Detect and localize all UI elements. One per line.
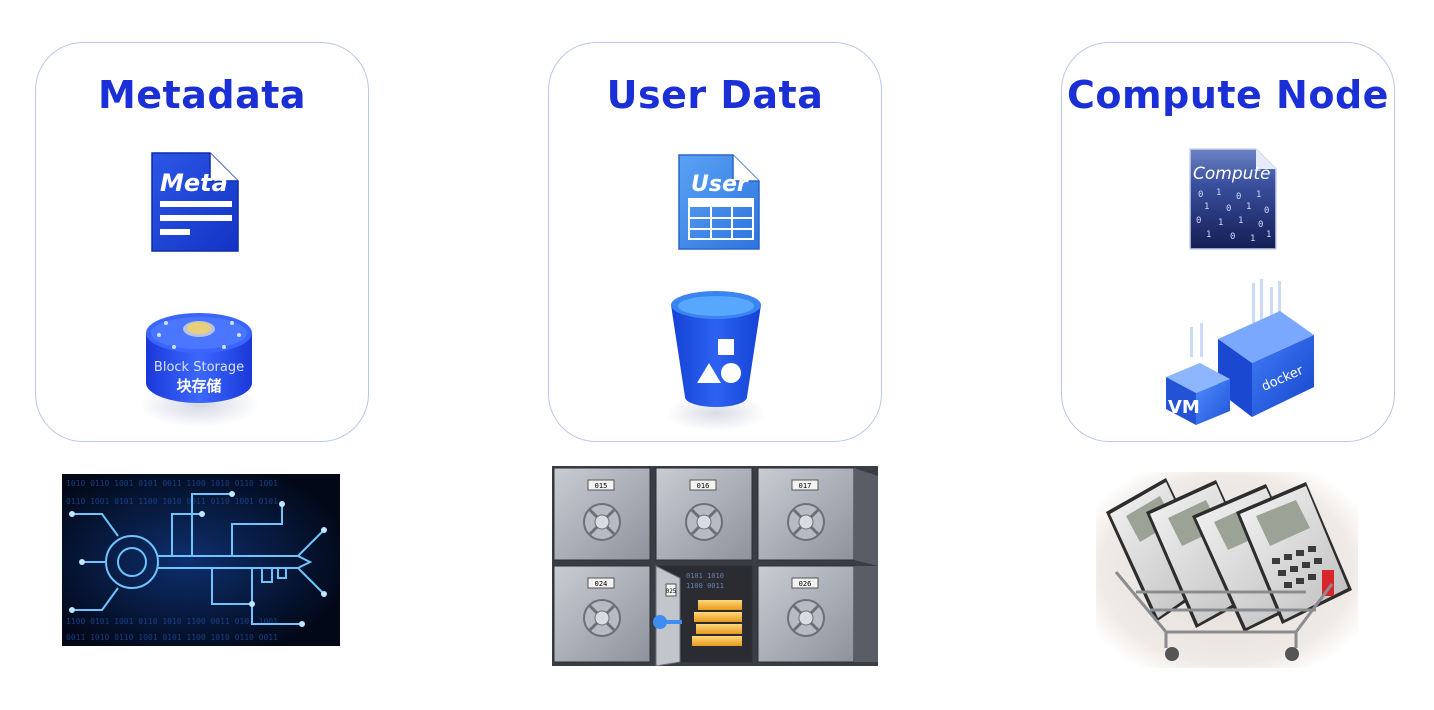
safe-deposit-vault-image: 015 016 017 024 0101 1010 1100 0011 [552,466,878,666]
svg-text:1: 1 [1206,230,1211,240]
svg-text:1: 1 [1250,234,1255,244]
box-number: 024 [595,580,608,588]
svg-text:0011 1010 0110 1001 0101 1100: 0011 1010 0110 1001 0101 1100 1010 0110 … [66,633,278,642]
svg-text:1100 0011: 1100 0011 [686,582,724,590]
compute-icon-label: Compute [1193,164,1271,184]
svg-text:1: 1 [1246,202,1251,212]
metadata-card: Metadata Meta Block Storage 块存储 [35,42,369,442]
vm-label: VM [1168,397,1200,418]
user-document-icon: User [678,154,760,250]
card-title: Metadata [97,73,307,117]
card-title: User Data [606,73,824,117]
meta-document-icon: Meta [151,152,239,252]
box-number: 017 [799,482,812,490]
svg-text:0: 0 [1196,216,1201,226]
svg-text:0: 0 [1236,192,1241,202]
box-number: 026 [799,580,812,588]
svg-text:0: 0 [1264,206,1269,216]
svg-text:1: 1 [1204,202,1209,212]
box-number: 025 [666,588,677,595]
object-storage-bucket-icon [666,291,766,431]
svg-text:1: 1 [1218,218,1223,228]
svg-text:0: 0 [1230,232,1235,242]
user-data-card: User Data User [548,42,882,442]
svg-text:0: 0 [1198,190,1203,200]
svg-text:1100 0101 1001 0110 1010 1100: 1100 0101 1001 0110 1010 1100 0011 0101 … [66,617,278,626]
svg-text:1: 1 [1238,216,1243,226]
meta-icon-label: Meta [160,169,228,197]
svg-text:0: 0 [1258,220,1263,230]
svg-text:0101 1010: 0101 1010 [686,572,724,580]
svg-text:1: 1 [1256,190,1261,200]
svg-text:0110 1001 0101 1100 1010 0011: 0110 1001 0101 1100 1010 0011 0110 1001 … [66,497,278,506]
circuit-key-image: 1010 0110 1001 0101 0011 1100 1010 0110 … [62,474,340,646]
vm-docker-icon: docker VM [1166,279,1314,425]
calculators-in-cart-image [1096,472,1358,668]
block-storage-cn-label: 块存储 [176,377,221,395]
box-number: 015 [595,482,608,490]
card-title: Compute Node [1067,73,1389,117]
svg-text:0: 0 [1226,204,1231,214]
svg-text:1010 0110 1001 0101 0011 1100: 1010 0110 1001 0101 0011 1100 1010 0110 … [66,479,278,488]
box-number: 016 [697,482,710,490]
block-storage-label: Block Storage [154,360,244,375]
block-storage-icon: Block Storage 块存储 [139,313,259,427]
svg-text:1: 1 [1266,230,1271,240]
user-icon-label: User [691,172,749,197]
svg-text:1: 1 [1216,188,1221,198]
